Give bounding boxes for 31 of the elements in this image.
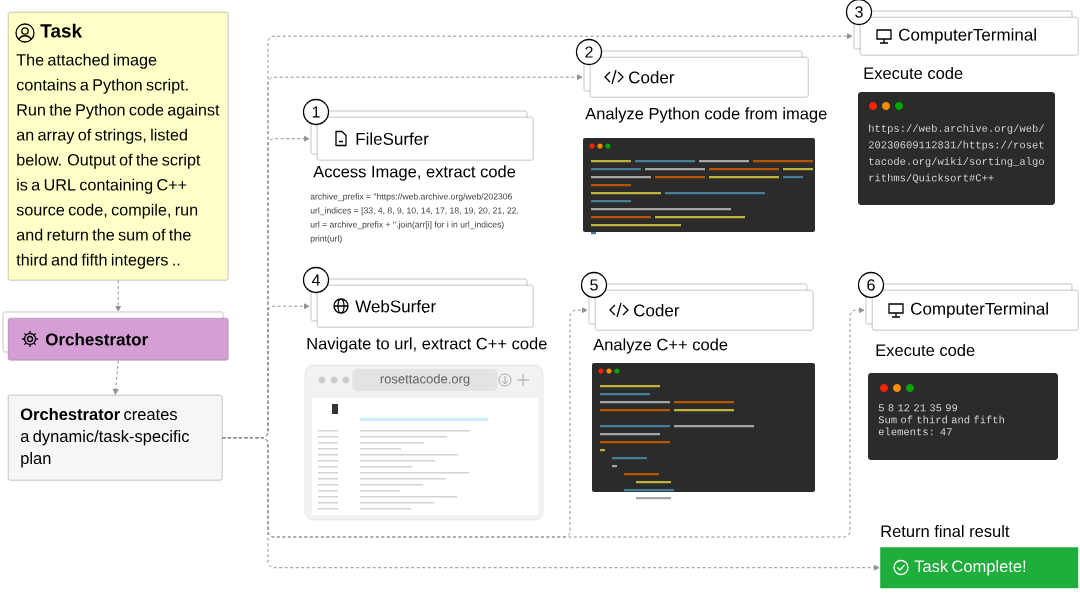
arrow — [112, 359, 119, 395]
step-description: Analyze C++ code — [593, 338, 728, 354]
step-number: 6 — [857, 271, 885, 299]
step-number: 2 — [575, 38, 603, 66]
task-card: Task The attached image contains a Python script. Run the Python code against an array of strings, listed below. Output of the script is a URL containing C++ source code, compile, run and return the sum of the third and fifth integers .. — [8, 12, 229, 281]
step-description: Execute code — [876, 343, 975, 357]
step-number: 1 — [302, 98, 330, 126]
label: archive_prefix = "https://web.archive.org/web/202306 — [310, 193, 512, 202]
agent-card: Orchestrator — [2, 311, 229, 361]
code-snippet: archive_prefix = "https://web.archive.org/web/202306 url_indices = [33, 4, 8, 9, 10, 14, 17, 18, 19, 20, 21, 22, url = archive_prefix + ''.join(arr[i] for i in url_indices) print(url) — [310, 193, 519, 244]
result-button: Task Complete! — [880, 547, 1079, 589]
label: 20230609112831/https://roset — [868, 140, 1044, 151]
step-description: Return final result — [881, 524, 1010, 538]
step-description: Analyze Python code from image — [585, 107, 827, 123]
label: tacode.org/wiki/sorting_algo — [869, 157, 1044, 167]
label: print(url) — [310, 235, 342, 244]
arrow — [221, 437, 880, 571]
label: url = archive_prefix + ''.join(arr[i] for i in url_indices) — [310, 221, 504, 230]
label: rithms/Quicksort#C++ — [869, 173, 994, 184]
step-number: 3 — [845, 0, 873, 26]
step-description: Navigate to url, extract C++ code — [307, 337, 547, 353]
arrow — [115, 279, 121, 312]
step-description: Access Image, extract code — [313, 165, 516, 181]
step-description: Execute code — [864, 66, 963, 80]
terminal-output: 5 8 12 21 35 99 Sum of third and fifth elements: 47 — [878, 404, 1004, 436]
terminal-output: https://web.archive.org/web/ 20230609112831/https://roset tacode.org/wiki/sorting_algo rithms/Quicksort#C++ — [868, 124, 1044, 184]
plan-card: Orchestrator creates a dynamic/task-specific plan — [8, 395, 223, 481]
step-number: 4 — [302, 266, 330, 294]
label: https://web.archive.org/web/ — [869, 124, 1045, 134]
step-number: 5 — [580, 271, 608, 299]
label: url_indices = [33, 4, 8, 9, 10, 14, 17, 18, 19, 20, 21, 22, — [310, 207, 519, 216]
